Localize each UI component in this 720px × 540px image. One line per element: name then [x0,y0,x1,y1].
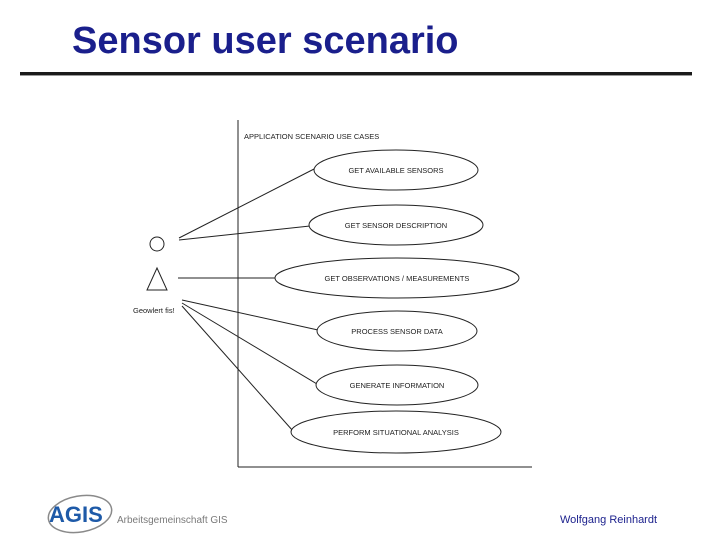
use-case-label: PROCESS SENSOR DATA [351,327,442,336]
use-case-get-available-sensors: GET AVAILABLE SENSORS [313,149,479,191]
use-case-ellipse [316,310,478,352]
use-case-ellipse [274,257,520,299]
association-line [181,302,318,385]
use-case-label: GET AVAILABLE SENSORS [348,166,443,175]
actor-body-triangle [146,266,168,291]
footer-organization: Arbeitsgemeinschaft GIS [117,515,228,526]
association-line [181,299,319,331]
use-case-generate-information: GENERATE INFORMATION [315,364,479,406]
use-case-label: GET SENSOR DESCRIPTION [345,221,447,230]
footer-author: Wolfgang Reinhardt [560,514,658,526]
use-case-get-sensor-description: GET SENSOR DESCRIPTION [308,204,484,246]
use-case-perform-situational-analysis: PERFORM SITUATIONAL ANALYSIS [290,410,502,454]
association-line [181,305,294,432]
use-case-label: PERFORM SITUATIONAL ANALYSIS [333,428,459,437]
use-case-ellipse [315,364,479,406]
use-case-ellipse [313,149,479,191]
agis-logo: AGIS [47,494,113,534]
use-case-label: GENERATE INFORMATION [350,381,445,390]
use-case-get-observations-measurements: GET OBSERVATIONS / MEASUREMENTS [274,257,520,299]
boundary-label: APPLICATION SCENARIO USE CASES [244,132,379,141]
use-case-ellipse [290,410,502,454]
actor: Geowlert fis! [133,236,175,315]
use-case-label: GET OBSERVATIONS / MEASUREMENTS [325,274,470,283]
title-divider [20,72,692,75]
logo-letters: AGIS [49,502,103,527]
actor-head [149,236,165,252]
use-case-ellipse [308,204,484,246]
association-line [178,167,317,239]
association-line [178,225,311,241]
actor-label: Geowlert fis! [133,306,175,315]
slide-title: Sensor user scenario [72,20,459,62]
use-case-process-sensor-data: PROCESS SENSOR DATA [316,310,478,352]
logo-orbit [47,494,113,534]
